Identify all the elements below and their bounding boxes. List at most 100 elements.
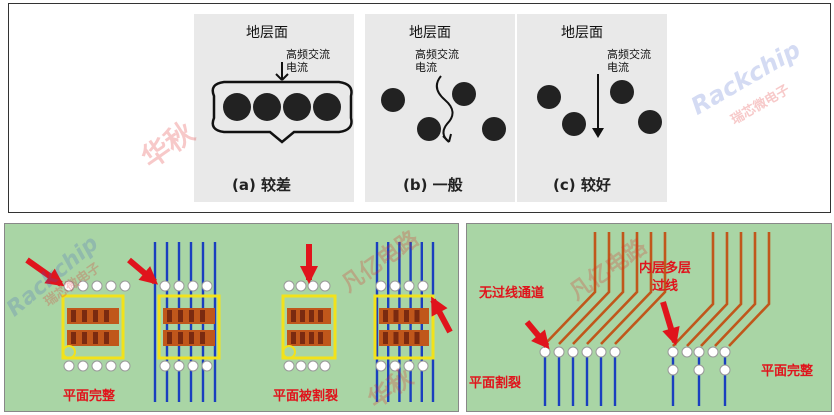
caption-c: (c) 较好 <box>553 176 611 194</box>
bottom-right-panel: 无过线通道 内层多层 过线 平面割裂 平面完整 凡亿电路 <box>466 223 832 412</box>
chip-c-pad-stripe <box>309 310 314 322</box>
chip-d-pad-stripe <box>383 310 388 322</box>
copper-trace <box>700 232 743 347</box>
chip-d-pad-stripe <box>393 310 399 322</box>
label-plane-split-right: 平面割裂 <box>469 376 522 391</box>
via <box>719 346 731 358</box>
chip-b-pad-stripe <box>178 332 183 344</box>
via <box>567 346 579 358</box>
via <box>707 346 719 358</box>
via <box>667 364 679 376</box>
via <box>319 280 331 292</box>
via <box>187 360 199 372</box>
via <box>187 280 199 292</box>
copper-trace <box>714 232 757 347</box>
chip-b-pad-stripe <box>189 310 194 322</box>
via <box>609 346 621 358</box>
via <box>417 360 429 372</box>
via <box>91 360 103 372</box>
via <box>719 364 731 376</box>
chip-a-pad-stripe <box>104 310 109 322</box>
ground-plane-label-a: 地层面 <box>246 25 288 41</box>
via <box>119 360 131 372</box>
chip-a-pad-stripe <box>82 310 87 322</box>
via-ring <box>282 345 296 359</box>
via-ring <box>62 345 76 359</box>
via <box>173 280 185 292</box>
copper-trace <box>614 232 667 345</box>
via <box>77 280 89 292</box>
via <box>417 280 429 292</box>
chip-c-pad-stripe <box>318 310 323 322</box>
via <box>159 280 171 292</box>
label-inner-layers: 内层多层 过线 <box>639 261 692 294</box>
copper-trace <box>544 232 597 345</box>
chip-b-pad-stripe <box>189 332 194 344</box>
via <box>553 346 565 358</box>
via <box>283 280 295 292</box>
copper-trace <box>728 232 771 347</box>
bottom-right-graphics <box>524 232 771 406</box>
ground-plane-label-b: 地层面 <box>409 25 451 41</box>
via <box>595 346 607 358</box>
chip-c-pad-stripe <box>300 310 305 322</box>
via <box>375 280 387 292</box>
via <box>283 360 295 372</box>
chip-a-pad-stripe <box>82 332 87 344</box>
via <box>403 280 415 292</box>
via <box>307 360 319 372</box>
chip-d-pad-stripe <box>404 310 409 322</box>
red-arrow-head <box>44 268 65 287</box>
chip-d-pad-stripe <box>414 332 420 344</box>
red-arrow-head <box>531 329 550 350</box>
top-diagram-graphics <box>211 62 662 144</box>
via <box>375 360 387 372</box>
chip-a-pad-stripe <box>93 332 98 344</box>
copper-trace <box>672 232 715 347</box>
chip-b-outline <box>157 294 221 360</box>
via <box>105 280 117 292</box>
red-arrow-head <box>138 266 159 285</box>
chip-b-pad-stripe <box>167 332 172 344</box>
label-no-channel: 无过线通道 <box>479 286 545 301</box>
chip-a-pad-stripe <box>104 332 109 344</box>
label-plane-intact-left: 平面完整 <box>63 389 116 404</box>
chip-a-pad-stripe <box>71 310 76 322</box>
via <box>389 280 401 292</box>
chip-c-outline <box>281 294 337 360</box>
chip-d-pad-stripe <box>404 332 409 344</box>
ground-plane-label-c: 地层面 <box>561 25 603 41</box>
via <box>307 280 319 292</box>
bottom-left-graphics <box>25 242 453 402</box>
chip-c-pad-stripe <box>291 332 296 344</box>
red-arrow-head <box>431 296 448 317</box>
via <box>173 360 185 372</box>
current-label-a: 高频交流 电流 <box>286 48 330 74</box>
via <box>77 360 89 372</box>
via <box>159 360 171 372</box>
via <box>693 346 705 358</box>
current-label-c: 高频交流 电流 <box>607 48 651 74</box>
via <box>201 360 213 372</box>
copper-trace <box>572 232 625 345</box>
via <box>295 280 307 292</box>
chip-a-pad-stripe <box>93 310 98 322</box>
chip-b-pad-stripe <box>200 332 205 344</box>
via <box>581 346 593 358</box>
via <box>91 280 103 292</box>
return-current-diagram: 地层面 高频交流 电流 (a) 较差 地层面 高频交流 电流 (b) 一般 地层… <box>8 3 831 213</box>
via <box>105 360 117 372</box>
via <box>403 360 415 372</box>
red-arrow-head <box>662 326 680 346</box>
bottom-left-panel: 平面完整 平面被割裂 Rackchip 瑞芯微电子 凡亿电路 华秋 <box>2 223 459 414</box>
chip-b-pad-stripe <box>178 310 183 322</box>
via <box>319 360 331 372</box>
chip-d-pad-stripe <box>393 332 399 344</box>
via <box>681 346 693 358</box>
chip-b-pad-stripe <box>167 310 172 322</box>
copper-trace <box>558 232 611 345</box>
label-plane-split-left: 平面被割裂 <box>273 389 339 404</box>
chip-c-pad-stripe <box>318 332 323 344</box>
copper-trace <box>686 232 729 347</box>
chip-d-outline <box>373 294 435 360</box>
